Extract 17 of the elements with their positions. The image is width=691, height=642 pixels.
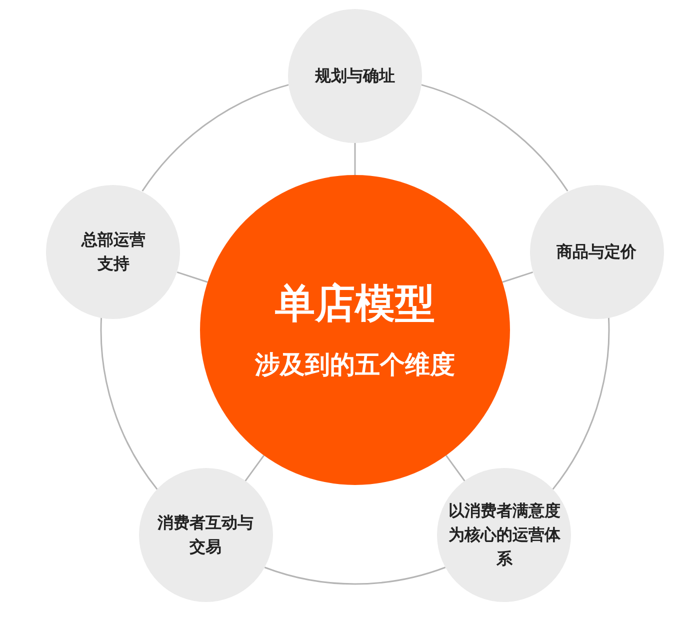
subtitle: 涉及到的五个维度 bbox=[255, 349, 455, 381]
connector-line bbox=[446, 454, 466, 482]
connector-line bbox=[354, 143, 356, 175]
ring-arc bbox=[421, 84, 568, 192]
connector-line bbox=[502, 272, 534, 283]
circle-label: 规划与确址 bbox=[314, 65, 396, 87]
ring-arc bbox=[552, 317, 610, 490]
connector-line bbox=[244, 454, 264, 482]
circle-label: 总部运营支持 bbox=[80, 228, 146, 274]
circle-label: 以消费者满意度为核心的运营体系 bbox=[447, 500, 562, 570]
connector-line bbox=[176, 272, 208, 283]
circle-label: 商品与定价 bbox=[556, 240, 638, 262]
ring-arc bbox=[264, 566, 446, 585]
ring-arc bbox=[100, 317, 158, 490]
main-title: 单店模型 bbox=[275, 280, 435, 330]
ring-arc bbox=[142, 84, 289, 192]
circle-label: 消费者互动与交易 bbox=[156, 512, 255, 558]
